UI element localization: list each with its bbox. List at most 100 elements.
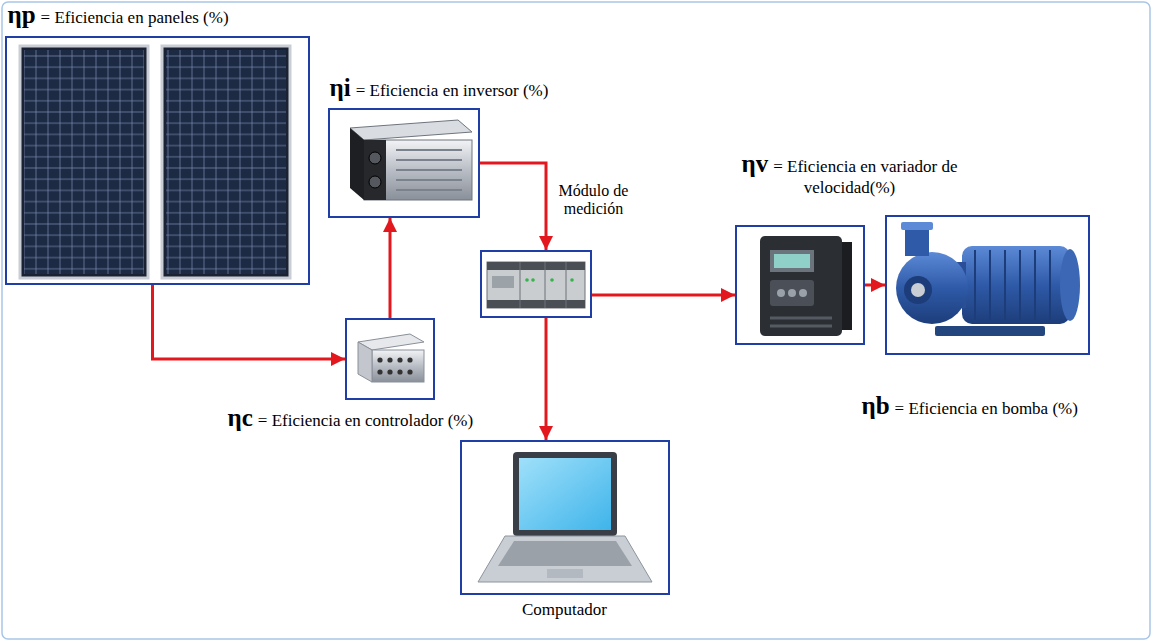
pump-drawing: [896, 222, 1080, 336]
inverter-drawing-part: [364, 140, 472, 200]
inverter-drawing-part: [396, 169, 462, 171]
label-text: = Eficiencia en variador de velocidad(%): [773, 157, 957, 198]
speed-drive-drawing-part: [770, 317, 832, 320]
speed-drive-drawing-part: [774, 254, 810, 268]
controller-drawing-part: [407, 369, 412, 374]
efficiency-symbol: ηb: [862, 392, 890, 419]
pump-box: ηb= Eficiencia en bomba (%): [885, 215, 1090, 355]
laptop-drawing-part: [513, 452, 617, 536]
solar-panel-drawing-part: [166, 50, 286, 274]
controller-drawing-part: [407, 357, 412, 362]
controller-drawing: [358, 334, 424, 382]
node-label: Computador: [522, 600, 607, 620]
inverter-drawing-part: [350, 128, 364, 200]
plc-drawing: [487, 262, 585, 308]
controller-drawing-part: [372, 350, 424, 382]
label-text: = Eficiencia en paneles (%): [41, 8, 229, 27]
plc-drawing-part: [492, 276, 514, 288]
laptop-drawing-part: [478, 536, 652, 582]
controller-drawing-part: [377, 357, 382, 362]
solar-panel-drawing-part: [24, 50, 144, 274]
laptop-drawing: [478, 452, 652, 582]
plc-drawing-part: [487, 262, 585, 270]
laptop-drawing-part: [498, 541, 632, 566]
node-label: ηv= Eficiencia en variador de velocidad(…: [730, 150, 970, 198]
efficiency-symbol: ηi: [330, 74, 351, 101]
efficiency-symbol: ηv: [742, 150, 769, 177]
controller-drawing-part: [377, 369, 382, 374]
computer-box: Computador: [460, 440, 670, 595]
inverter-drawing-part: [369, 176, 381, 188]
controller-drawing-part: [387, 357, 392, 362]
plc-drawing-part: [487, 262, 585, 308]
pump-drawing-part: [911, 283, 925, 297]
solar-panel-drawing-part: [162, 46, 290, 278]
node-label: ηp = Eficiencia en paneles (%): [8, 1, 229, 30]
inverter-drawing-part: [396, 149, 462, 151]
label-text: = Eficiencia en bomba (%): [895, 399, 1078, 418]
solar-panel-box: ηp= Eficiencia en paneles (%): [5, 36, 310, 285]
pump-drawing-part: [904, 276, 932, 304]
speed-drive-drawing-part: [770, 325, 832, 328]
laptop-drawing-part: [519, 458, 611, 530]
pump-drawing-part: [1019, 250, 1021, 320]
inverter-drawing-part: [396, 159, 462, 161]
pump-drawing-part: [974, 250, 976, 320]
pump-drawing-part: [905, 226, 929, 256]
plc-drawing-part: [487, 300, 585, 308]
pump-drawing-part: [896, 252, 968, 324]
plc-drawing-part: [531, 278, 535, 282]
controller-drawing-part: [358, 342, 372, 382]
measurement-module-box: Módulo de medición: [480, 250, 592, 318]
speed-drive-box: ηv= Eficiencia en variador de velocidad(…: [735, 225, 865, 345]
label-text: = Eficiencia en controlador (%): [258, 411, 473, 430]
controller-drawing-part: [387, 369, 392, 374]
plc-drawing-part: [570, 278, 574, 282]
pump-drawing-part: [1049, 250, 1051, 320]
inverter-drawing: [350, 120, 472, 200]
inverter-box: ηi= Eficiencia en inversor (%): [328, 108, 480, 218]
plc-drawing-part: [525, 278, 529, 282]
node-label: ηb = Eficiencia en bomba (%): [862, 392, 1078, 421]
solar-panel-drawing-part: [20, 46, 148, 278]
plc-drawing-part: [520, 262, 521, 308]
flow-arrow: [592, 294, 735, 297]
solar-panel-drawing: [20, 46, 290, 278]
pump-drawing-part: [1004, 250, 1006, 320]
controller-drawing-part: [397, 357, 402, 362]
efficiency-symbol: ηc: [228, 404, 253, 431]
plc-drawing-part: [545, 262, 546, 308]
node-label: ηi= Eficiencia en inversor (%): [330, 74, 549, 103]
speed-drive-drawing: [760, 236, 852, 336]
speed-drive-drawing-part: [842, 242, 852, 330]
inverter-drawing-part: [350, 120, 472, 140]
pump-drawing-part: [989, 250, 991, 320]
label-text: Computador: [522, 600, 607, 619]
speed-drive-drawing-part: [777, 289, 785, 297]
pump-drawing-part: [935, 326, 1045, 336]
pump-drawing-part: [1034, 250, 1036, 320]
speed-drive-drawing-part: [799, 289, 807, 297]
inverter-drawing-part: [364, 140, 386, 200]
inverter-drawing-part: [396, 189, 462, 191]
node-label: ηc = Eficiencia en controlador (%): [228, 404, 474, 433]
inverter-drawing-part: [396, 179, 462, 181]
speed-drive-drawing-part: [760, 236, 842, 336]
flow-arrow: [389, 218, 392, 318]
pump-drawing-part: [901, 222, 933, 230]
efficiency-symbol: ηp: [8, 1, 36, 28]
flow-arrow: [545, 318, 548, 440]
speed-drive-drawing-part: [770, 280, 814, 306]
flow-arrow: [153, 285, 346, 359]
controller-box: ηc= Eficiencia en controlador (%): [345, 318, 435, 400]
inverter-drawing-part: [369, 152, 381, 164]
speed-drive-drawing-part: [788, 289, 796, 297]
node-label: Módulo de medición: [554, 182, 634, 219]
plc-drawing-part: [550, 278, 554, 282]
pump-drawing-part: [962, 246, 1070, 324]
speed-drive-drawing-part: [770, 250, 814, 272]
laptop-drawing-part: [547, 569, 583, 578]
